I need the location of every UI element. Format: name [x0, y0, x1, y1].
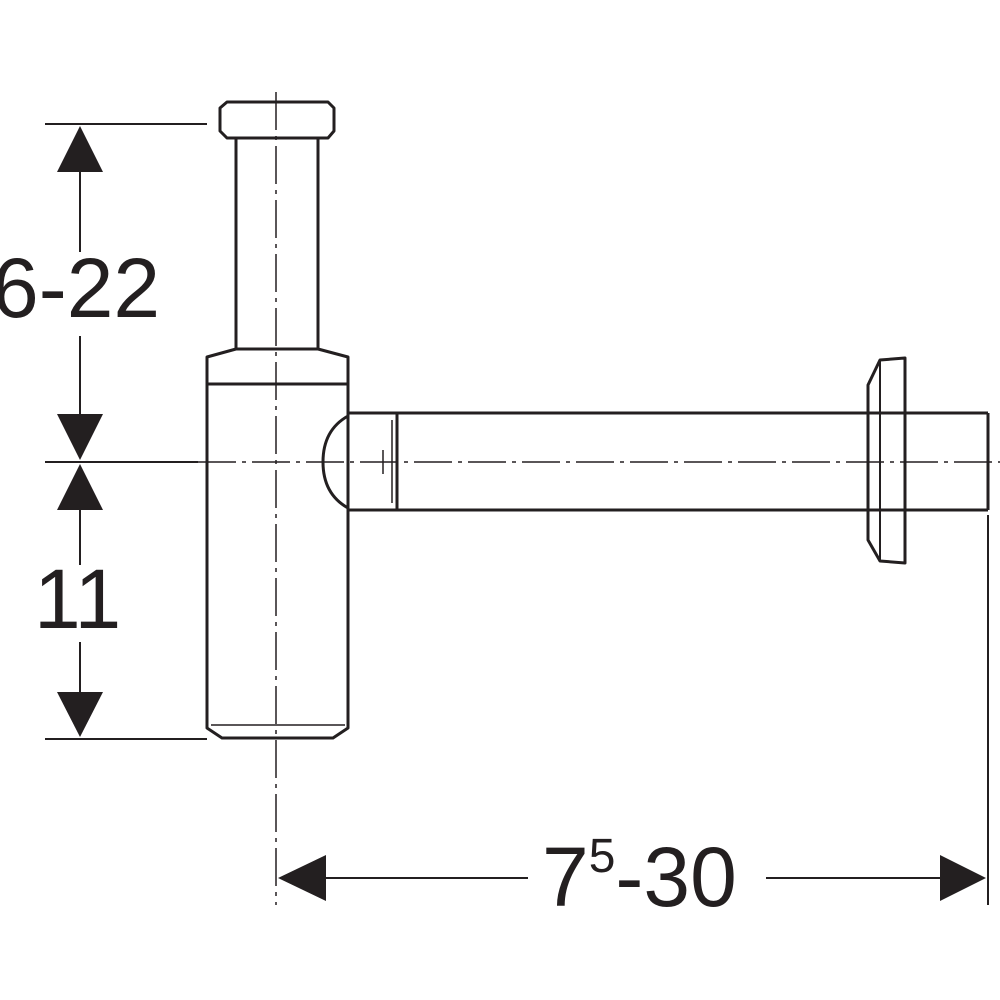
dimension-label-width-rest: -30	[615, 830, 736, 924]
trap-bottle-body	[205, 347, 350, 740]
dimension-label-bottom-height: 11	[34, 552, 121, 646]
dimension-label-width-superscript: 5	[589, 830, 616, 883]
dimension-label-top-height: 6-22	[0, 241, 160, 335]
trap-top-cap	[218, 100, 336, 140]
dimension-label-width: 75-30	[542, 830, 737, 924]
arrow-left-horizontal	[278, 855, 326, 901]
arrow-up-top	[57, 126, 103, 172]
wall-rosette	[866, 356, 907, 565]
arrow-right-horizontal	[940, 855, 986, 901]
arrow-up-middle	[57, 464, 103, 510]
arrow-down-middle	[57, 414, 103, 460]
arrow-down-bottom	[57, 692, 103, 737]
dimension-label-width-main: 7	[542, 830, 589, 924]
